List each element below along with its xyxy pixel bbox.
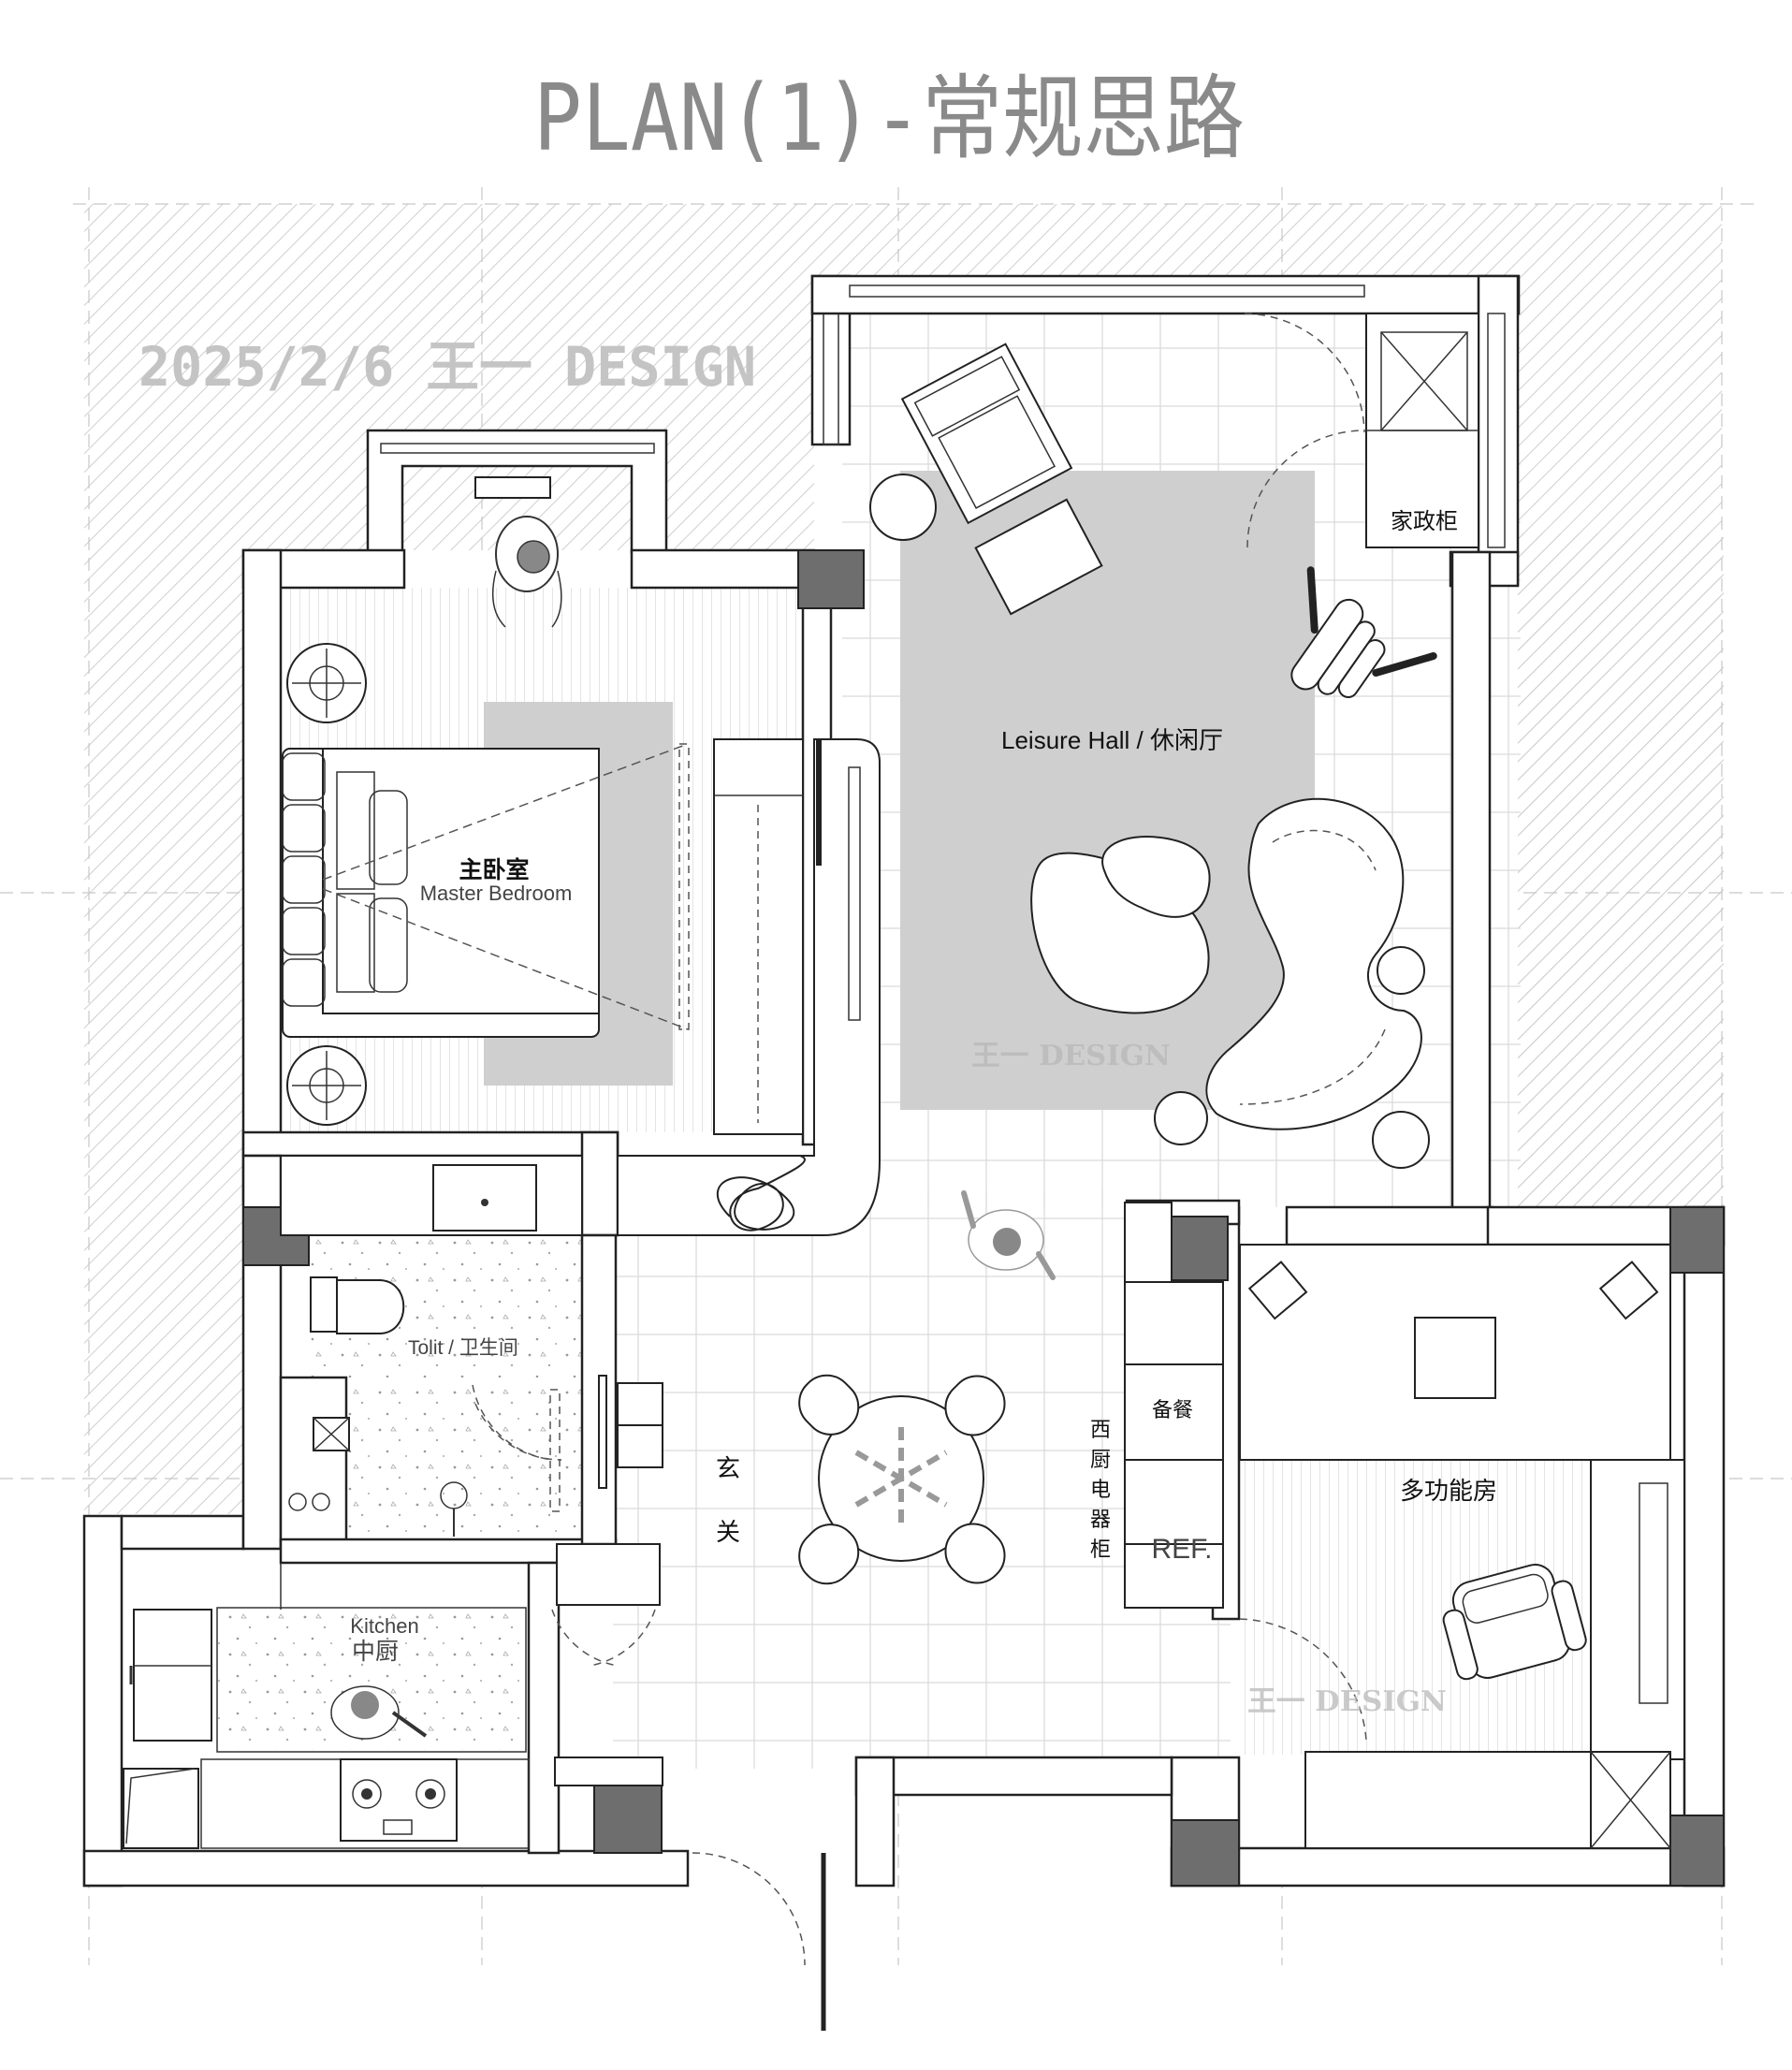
date-watermark: 2025/2/6 王一 DESIGN [138, 335, 756, 399]
kitchen-shelf [123, 1768, 199, 1849]
partition [617, 1424, 663, 1468]
dining-table [798, 1374, 1006, 1585]
multi-function-room-label: 多功能房 [1400, 1477, 1497, 1505]
multi-room-furniture [1239, 1244, 1685, 1849]
partition [617, 1382, 663, 1426]
ottoman [974, 498, 1103, 616]
leisure-hall-label: Leisure Hall / 休闲厅 [1001, 726, 1223, 754]
entrance-label-1: 玄 [716, 1454, 740, 1482]
entrance-label-2: 关 [716, 1518, 740, 1546]
lamp-icon [286, 643, 367, 723]
kitchen-fridge [129, 1609, 212, 1742]
master-bedroom-label-cn: 主卧室 [459, 856, 529, 883]
columns [242, 549, 1725, 1887]
lamp-icon [286, 1045, 367, 1126]
fridge-label: REF. [1151, 1534, 1212, 1565]
vanity [280, 1155, 583, 1236]
brand-watermark: 王一 DESIGN [1247, 1685, 1447, 1718]
stove-icon [340, 1758, 458, 1842]
basin-icon [312, 1493, 330, 1511]
bed [282, 743, 690, 1038]
partition [556, 1543, 661, 1606]
wardrobe [617, 738, 881, 1236]
plan-title: PLAN(1)-常规思路 [533, 66, 1245, 172]
cabinet-label-char: 柜 [1090, 1538, 1111, 1561]
kitchen-label-en: Kitchen [350, 1614, 418, 1638]
kitchen-label-cn: 中厨 [352, 1639, 399, 1665]
leisure-rug [900, 471, 1315, 1110]
coffee-table [1030, 836, 1211, 1014]
cabinet-label-char: 西 [1090, 1418, 1111, 1441]
basin-icon [288, 1493, 307, 1511]
lounge-chair [900, 343, 1073, 525]
door-swing [474, 313, 1367, 1966]
toilet-icon [310, 1276, 405, 1334]
person-icon [961, 1190, 1056, 1280]
person-icon [330, 1685, 428, 1740]
western-kitchen-cabinet-label: 西 厨 电 器 柜 [1090, 1418, 1111, 1561]
person-icon [491, 516, 562, 628]
kitchen-shelf [125, 1768, 196, 1844]
master-bedroom-label-en: Master Bedroom [420, 882, 573, 905]
cabinet-label-char: 电 [1090, 1478, 1111, 1501]
brand-watermark: 王一 DESIGN [971, 1040, 1171, 1072]
housekeeping-cabinet-label: 家政柜 [1391, 509, 1458, 534]
kitchen-counter [216, 1607, 527, 1753]
shelf [313, 1417, 350, 1451]
curved-sofa [1154, 797, 1430, 1169]
side-table [869, 474, 937, 541]
shower-icon [440, 1384, 561, 1537]
kitchen-cabinet [554, 1757, 663, 1786]
partition [598, 1375, 607, 1489]
cabinet-label-char: 器 [1090, 1508, 1111, 1531]
cabinet-label-char: 厨 [1090, 1448, 1111, 1471]
appliance-cabinet [1124, 1202, 1224, 1609]
accent-chair [1290, 566, 1437, 698]
tv-stand [474, 476, 551, 499]
pantry-label: 备餐 [1152, 1398, 1193, 1421]
scribble-icon [716, 1155, 806, 1232]
toilet-label: Tolit / 卫生间 [408, 1337, 518, 1359]
